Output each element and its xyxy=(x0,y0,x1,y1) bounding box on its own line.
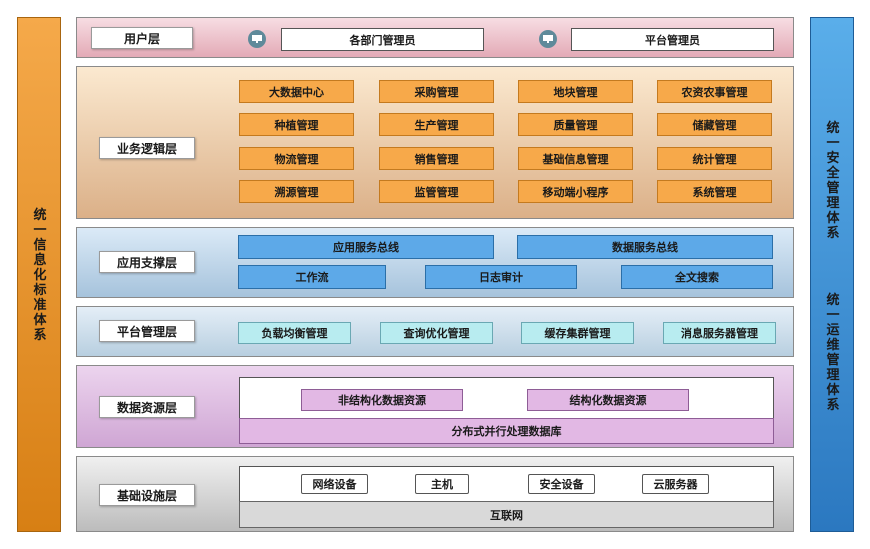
bar-char: 息 xyxy=(33,253,47,268)
bar-char: 一 xyxy=(826,308,840,323)
bar-char: 全 xyxy=(826,166,840,181)
bar-char: 体 xyxy=(826,383,840,398)
platform-item: 负载均衡管理 xyxy=(238,322,351,344)
business-item: 种植管理 xyxy=(239,113,354,136)
bar-char: 体 xyxy=(33,313,47,328)
bar-char: 理 xyxy=(826,196,840,211)
business-item: 系统管理 xyxy=(657,180,772,203)
business-layer-label: 业务逻辑层 xyxy=(99,137,195,159)
business-item: 采购管理 xyxy=(379,80,494,103)
monitor-icon xyxy=(539,30,557,48)
business-item: 统计管理 xyxy=(657,147,772,170)
bar-char: 理 xyxy=(826,368,840,383)
app-bus-item: 数据服务总线 xyxy=(517,235,773,259)
left-standard-bar: 统一信息化标准体系 xyxy=(17,17,61,532)
infra-item: 主机 xyxy=(415,474,469,494)
app-layer-label: 应用支撑层 xyxy=(99,251,195,273)
monitor-icon xyxy=(248,30,266,48)
business-item: 质量管理 xyxy=(518,113,633,136)
bar-char: 体 xyxy=(826,211,840,226)
data-item: 非结构化数据资源 xyxy=(301,389,463,411)
platform-item: 消息服务器管理 xyxy=(663,322,776,344)
infra-item: 云服务器 xyxy=(642,474,709,494)
infra-layer: 基础设施层 网络设备 主机 安全设备 云服务器 互联网 xyxy=(76,456,794,532)
infra-item: 网络设备 xyxy=(301,474,368,494)
business-layer: 业务逻辑层 大数据中心 采购管理 地块管理 农资农事管理种植管理 生产管理 质量管理 储藏管… xyxy=(76,66,794,219)
bar-char: 运 xyxy=(826,323,840,338)
bar-char: 标 xyxy=(33,283,47,298)
bar-char: 一 xyxy=(826,136,840,151)
bar-char: 管 xyxy=(826,181,840,196)
user-layer-label: 用户层 xyxy=(91,27,193,49)
app-support-layer: 应用支撑层 应用服务总线 数据服务总线 工作流 日志审计 全文搜索 xyxy=(76,227,794,298)
business-item: 生产管理 xyxy=(379,113,494,136)
business-item: 物流管理 xyxy=(239,147,354,170)
platform-item: 缓存集群管理 xyxy=(521,322,634,344)
business-item: 监管管理 xyxy=(379,180,494,203)
business-item: 销售管理 xyxy=(379,147,494,170)
bar-char: 准 xyxy=(33,298,47,313)
business-item: 基础信息管理 xyxy=(518,147,633,170)
bar-char: 统 xyxy=(826,121,840,136)
right-bar-security-text: 统一安全管理体系 xyxy=(811,121,855,241)
business-item: 储藏管理 xyxy=(657,113,772,136)
data-bottom-item: 分布式并行处理数据库 xyxy=(239,418,774,444)
infra-item: 安全设备 xyxy=(528,474,595,494)
bar-char: 管 xyxy=(826,353,840,368)
platform-item: 查询优化管理 xyxy=(380,322,493,344)
right-bar-ops-text: 统一运维管理体系 xyxy=(811,293,855,413)
business-item: 移动端小程序 xyxy=(518,180,633,203)
app-bus-item: 应用服务总线 xyxy=(238,235,494,259)
business-item: 溯源管理 xyxy=(239,180,354,203)
business-item: 地块管理 xyxy=(518,80,633,103)
data-layer-label: 数据资源层 xyxy=(99,396,195,418)
bar-char: 系 xyxy=(33,328,47,343)
data-item: 结构化数据资源 xyxy=(527,389,689,411)
bar-char: 维 xyxy=(826,338,840,353)
left-bar-text: 统一信息化标准体系 xyxy=(18,208,62,343)
infra-bottom-item: 互联网 xyxy=(239,501,774,528)
user-item: 各部门管理员 xyxy=(281,28,484,51)
app-service-item: 工作流 xyxy=(238,265,386,289)
bar-char: 信 xyxy=(33,238,47,253)
bar-char: 统 xyxy=(826,293,840,308)
user-layer: 用户层 各部门管理员 平台管理员 xyxy=(76,17,794,58)
bar-char: 化 xyxy=(33,268,47,283)
platform-layer: 平台管理层 负载均衡管理 查询优化管理 缓存集群管理 消息服务器管理 xyxy=(76,306,794,357)
bar-char: 统 xyxy=(33,208,47,223)
data-layer: 数据资源层 非结构化数据资源 结构化数据资源 分布式并行处理数据库 xyxy=(76,365,794,448)
platform-layer-label: 平台管理层 xyxy=(99,320,195,342)
bar-char: 安 xyxy=(826,151,840,166)
business-item: 大数据中心 xyxy=(239,80,354,103)
right-security-ops-bar: 统一安全管理体系 统一运维管理体系 xyxy=(810,17,854,532)
business-item: 农资农事管理 xyxy=(657,80,772,103)
app-service-item: 日志审计 xyxy=(425,265,577,289)
bar-char: 系 xyxy=(826,226,840,241)
app-service-item: 全文搜索 xyxy=(621,265,773,289)
user-item: 平台管理员 xyxy=(571,28,774,51)
bar-char: 系 xyxy=(826,398,840,413)
bar-char: 一 xyxy=(33,223,47,238)
infra-layer-label: 基础设施层 xyxy=(99,484,195,506)
